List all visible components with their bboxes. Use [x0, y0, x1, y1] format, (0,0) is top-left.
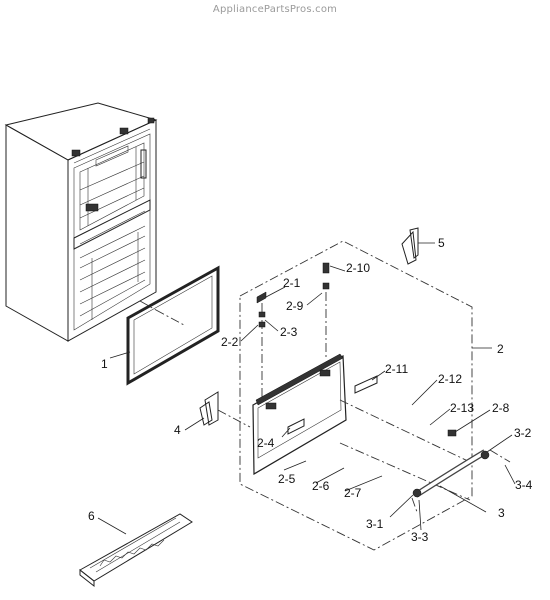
guide-line — [339, 399, 471, 463]
handle-cap-part-2-8 — [447, 429, 457, 437]
handle-part-3 — [411, 449, 511, 513]
label-part-3-4: 3-4 — [515, 478, 533, 492]
label-part-2-10: 2-10 — [346, 261, 370, 275]
label-part-2-6: 2-6 — [312, 479, 330, 493]
label-part-4: 4 — [174, 423, 181, 437]
label-part-2-8: 2-8 — [492, 401, 510, 415]
label-part-3: 3 — [498, 506, 505, 520]
hinge-part-5 — [401, 227, 419, 265]
label-part-2-1: 2-1 — [283, 276, 301, 290]
gasket-part-1 — [126, 265, 220, 386]
label-part-2-11: 2-11 — [385, 362, 408, 376]
label-part-5: 5 — [438, 236, 445, 250]
label-part-2-9: 2-9 — [286, 299, 304, 313]
label-part-1: 1 — [101, 357, 108, 371]
assembly-2-boundary — [239, 240, 473, 551]
guide-line — [339, 442, 471, 501]
label-part-3-1: 3-1 — [366, 517, 384, 531]
label-part-3-2: 3-2 — [514, 426, 532, 440]
watermark: AppliancePartsPros.com — [212, 4, 338, 15]
label-part-3-3: 3-3 — [411, 530, 429, 544]
label-part-2-3: 2-3 — [280, 325, 298, 339]
label-part-2-7: 2-7 — [344, 486, 362, 500]
bin-part-6 — [79, 513, 193, 588]
refrigerator-cabinet — [4, 102, 158, 342]
door-stopper-part-2-11 — [354, 375, 378, 394]
label-part-2-13: 2-13 — [450, 401, 474, 415]
freezer-door-part-2-4 — [252, 353, 347, 476]
label-part-2: 2 — [497, 342, 504, 356]
hinge-bracket-part-4 — [199, 391, 251, 428]
label-part-2-2: 2-2 — [221, 335, 239, 349]
hinge-parts-2-1-2-3-2-9-2-10 — [256, 262, 330, 400]
label-part-6: 6 — [88, 509, 95, 523]
label-part-2-12: 2-12 — [438, 372, 462, 386]
label-part-2-4: 2-4 — [257, 436, 275, 450]
part-labels: 1 2 2-1 2-2 2-3 2-4 2-5 2-6 2-7 2-8 2-9 … — [88, 236, 533, 544]
label-part-2-5: 2-5 — [278, 472, 296, 486]
leader-lines — [97, 242, 516, 535]
